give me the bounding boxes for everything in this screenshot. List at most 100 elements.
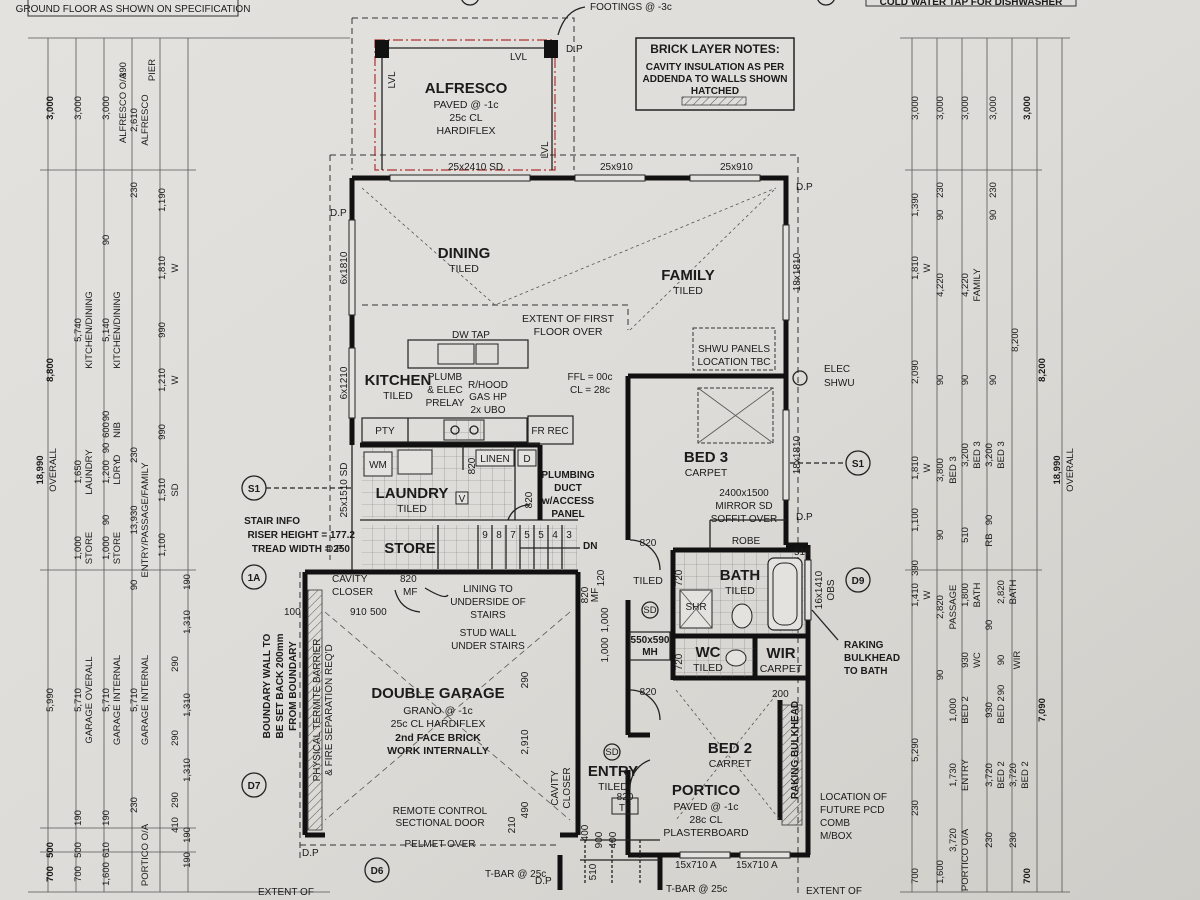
dim-label: 90 xyxy=(935,530,946,541)
spec-header: GROUND FLOOR AS SHOWN ON SPECIFICATION xyxy=(16,4,251,15)
dim-label: STORE xyxy=(84,532,95,565)
window-label: 25x910 xyxy=(720,162,753,173)
dashed-outlines xyxy=(299,17,799,895)
dim-label: 1,810 xyxy=(910,456,921,480)
dim-label: LAUNDRY xyxy=(84,449,95,495)
door-width: 720 xyxy=(674,653,685,670)
dim-label: 3,720 xyxy=(1008,763,1019,787)
bath-name: BATH xyxy=(720,567,761,584)
garage-dim: 490 xyxy=(520,801,531,818)
dim-label: BED 2 xyxy=(996,761,1007,788)
boundary-wall: FROM BOUNDARY xyxy=(288,641,299,731)
dp-label: D.P xyxy=(330,208,347,219)
section-marker xyxy=(845,450,871,476)
door-width: 820 xyxy=(467,457,478,474)
v-label: V xyxy=(459,494,466,505)
raking-bath: RAKING xyxy=(844,640,884,651)
dim-label: 500 xyxy=(45,842,56,858)
extent-first-floor: FLOOR OVER xyxy=(534,326,603,338)
dim-label: 3,000 xyxy=(935,96,946,120)
dim-label: BATH xyxy=(972,583,983,608)
shwu-panels: SHWU PANELS xyxy=(698,344,770,355)
dim-label: 90 xyxy=(935,670,946,681)
family-name: FAMILY xyxy=(661,267,715,284)
dim-label: 2,610 xyxy=(129,108,140,132)
dim-label: NIB xyxy=(112,422,123,438)
dining-family: DINING TILED FAMILY TILED EXTENT OF FIRS… xyxy=(361,187,855,396)
linen-label: LINEN xyxy=(480,454,509,465)
lvl-label: LVL xyxy=(387,71,398,88)
stud-wall: STUD WALL xyxy=(460,628,517,639)
portico-line: PLASTERBOARD xyxy=(663,827,749,839)
dim-label: 190 xyxy=(73,810,84,826)
dim-label: 5,740 xyxy=(73,318,84,342)
laundry-finish: TILED xyxy=(397,503,427,515)
notes-line: CAVITY INSULATION AS PER xyxy=(646,62,785,73)
pier xyxy=(375,40,389,58)
dim-label: 1,000 xyxy=(948,698,959,722)
garage-name: DOUBLE GARAGE xyxy=(371,685,504,702)
termite-barrier: PHYSICAL TERMITE BARRIER xyxy=(312,639,323,782)
mirror-label: SOFFIT OVER xyxy=(711,514,778,525)
dim-label: BED 2 xyxy=(1020,761,1031,788)
robe-label: ROBE xyxy=(732,536,761,547)
entry-dim: 510 xyxy=(588,863,599,880)
dim-label: 2,820 xyxy=(935,595,946,619)
d-label: D xyxy=(523,454,530,465)
dim-label: 90 xyxy=(129,580,140,591)
fridge-recess xyxy=(527,415,574,445)
door-width: 820 xyxy=(640,687,657,698)
elevation-marker xyxy=(364,857,390,883)
brick-layer-notes: BRICK LAYER NOTES: CAVITY INSULATION AS … xyxy=(635,37,795,111)
pcd-label: COMB xyxy=(820,818,850,829)
termite-barrier: & FIRE SEPARATION REQ'D xyxy=(324,644,335,776)
dim-label: 1,810 xyxy=(157,256,168,280)
dim-label: PORTICO O/A xyxy=(960,828,971,891)
dim-label: 90 xyxy=(996,655,1007,666)
fr-rec-label: FR REC xyxy=(531,426,568,437)
lining-stairs: STAIRS xyxy=(470,610,506,621)
dim-label: BED 3 xyxy=(972,441,983,468)
dim-label: 230 xyxy=(984,832,995,848)
shwu-panels: LOCATION TBC xyxy=(698,357,771,368)
stair-number: 5 xyxy=(524,530,530,541)
rhood: GAS HP xyxy=(469,392,507,403)
dim-label: 190 xyxy=(182,852,193,868)
dim-label: 1,310 xyxy=(182,758,193,782)
dim-label: 3,000 xyxy=(988,96,999,120)
dim-label: 230 xyxy=(129,447,140,463)
notes-title: BRICK LAYER NOTES: xyxy=(650,42,780,56)
stair-number: 8 xyxy=(496,530,502,541)
bed-2: RAKING BULKHEAD BED 2 CARPET 820 PORTICO… xyxy=(629,687,887,897)
stair-info: TREAD WIDTH = 250 xyxy=(252,544,351,555)
rhood: 2x UBO xyxy=(470,405,505,416)
window-label: 15x710 A xyxy=(736,860,778,871)
window-label: OBS xyxy=(826,579,837,600)
wm-label: WM xyxy=(369,460,387,471)
dim-label: 1,810 xyxy=(910,256,921,280)
dim-label: BED 3 xyxy=(996,441,1007,468)
pier xyxy=(544,40,558,58)
entry-dim: 400 xyxy=(580,824,591,841)
dim-label: D xyxy=(112,454,123,461)
elevation-marker xyxy=(241,564,267,590)
alfresco-outline xyxy=(374,39,556,171)
dim-label: STORE xyxy=(112,532,123,565)
dim-label: 3,800 xyxy=(935,458,946,482)
dim-label: OVERALL xyxy=(48,448,59,492)
pty-label: PTY xyxy=(375,426,395,437)
dim-label: 5,990 xyxy=(45,688,56,712)
dim-label: 3,200 xyxy=(960,443,971,467)
dim-label: BED 3 xyxy=(948,456,959,483)
window-label: 6x1810 xyxy=(339,251,350,284)
mf-label: MF xyxy=(590,588,601,602)
dim-label: 930 xyxy=(960,652,971,668)
dim-label: 3,000 xyxy=(73,96,84,120)
dim-label: GARAGE INTERNAL xyxy=(112,655,123,745)
smoke-detector-icon xyxy=(603,743,621,761)
dp-label: D.P xyxy=(796,512,813,523)
dim-label: 1,600 xyxy=(935,860,946,884)
dim-label: 8,800 xyxy=(45,358,56,382)
tbar-right: T-BAR @ 25c xyxy=(666,884,727,895)
bed2-name: BED 2 xyxy=(708,740,752,757)
